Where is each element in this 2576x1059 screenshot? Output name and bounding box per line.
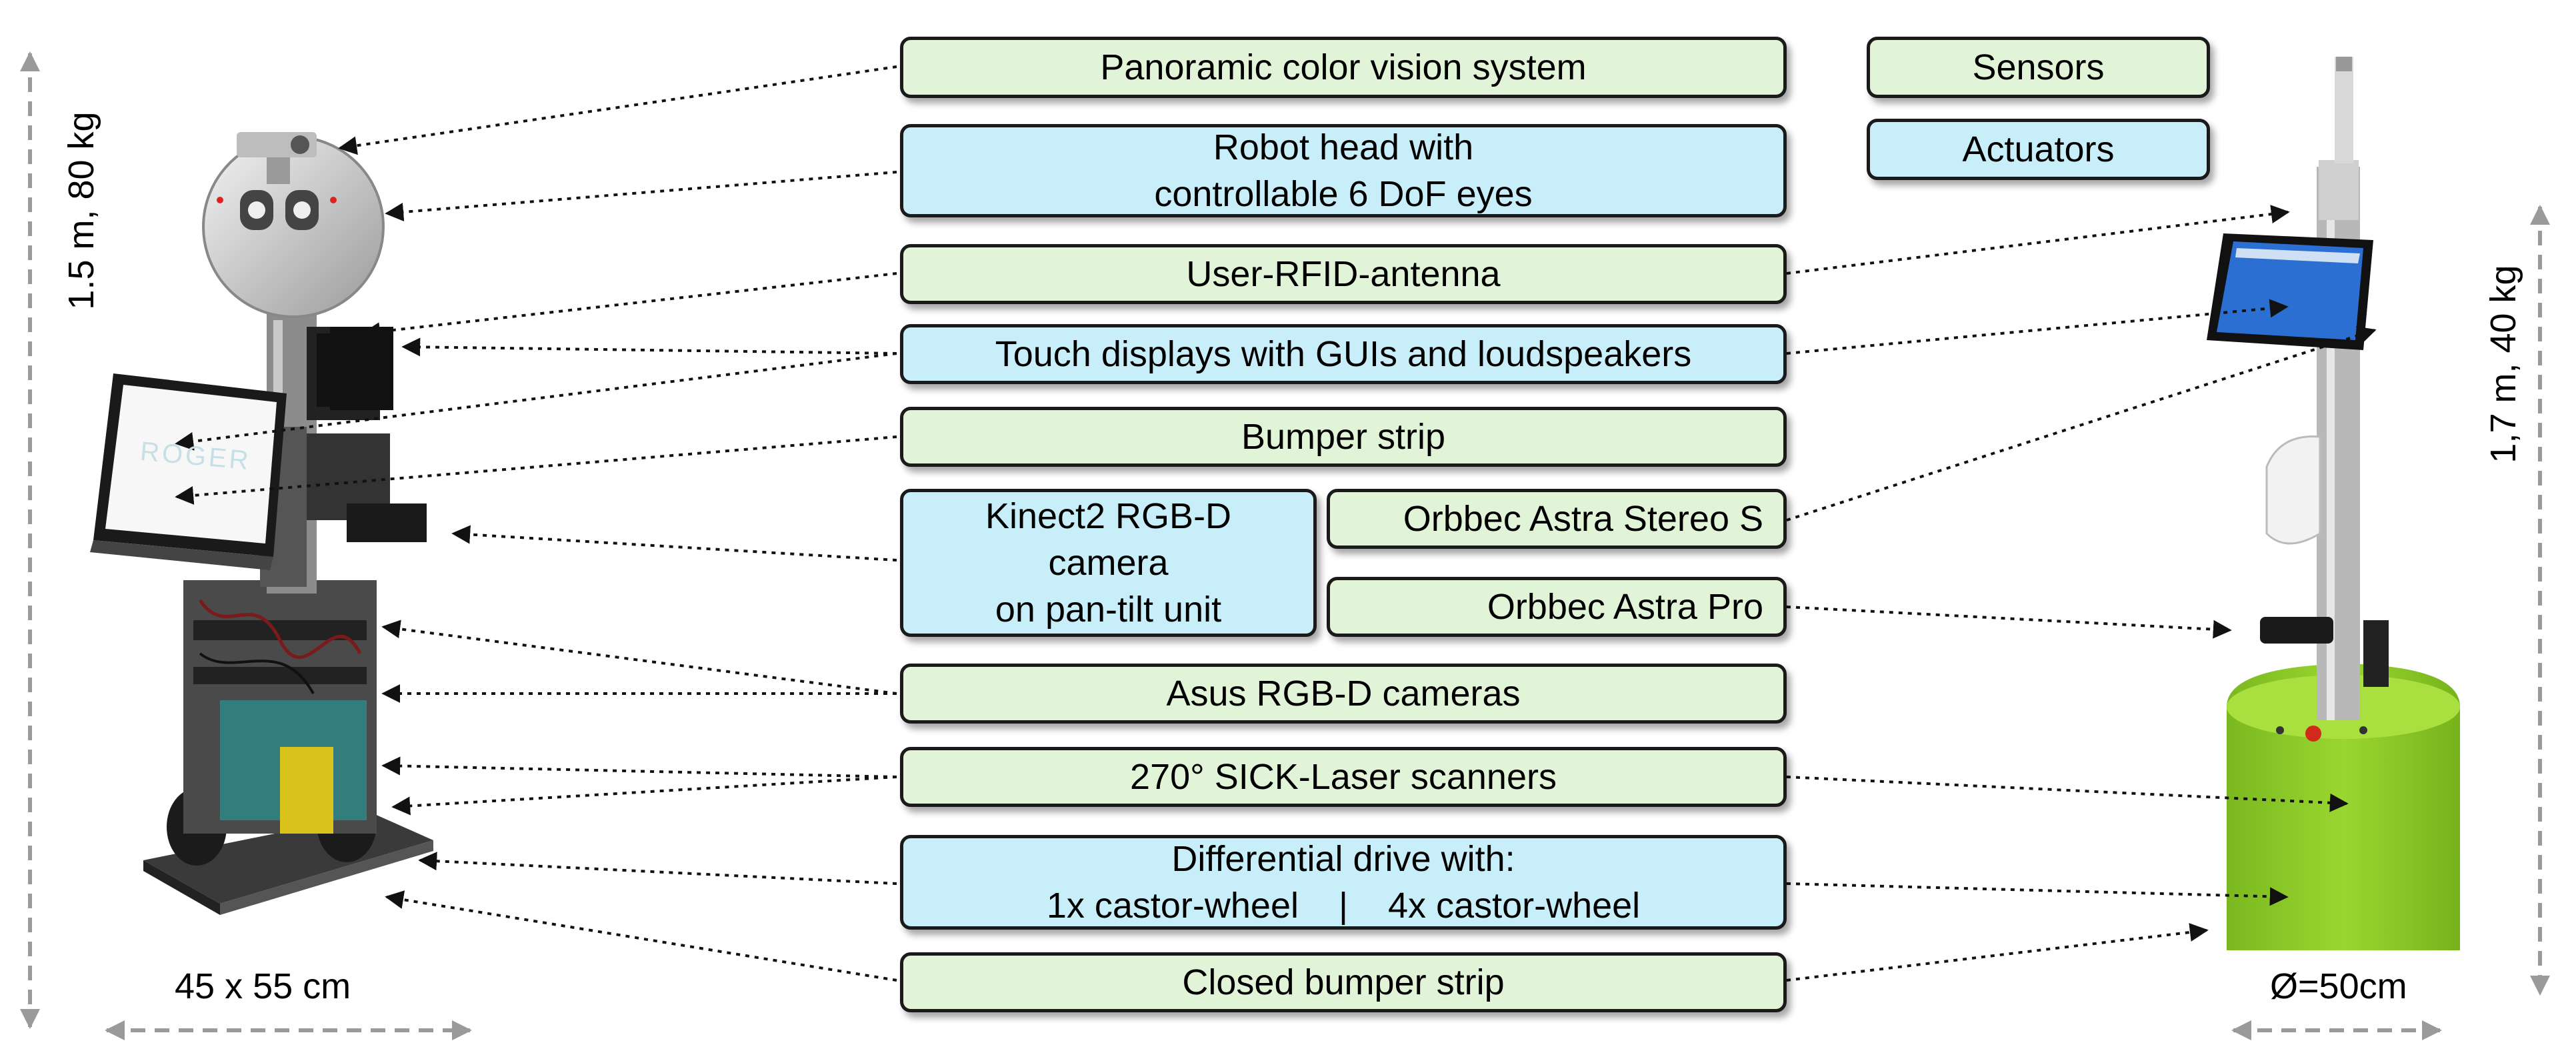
label-sick: 270° SICK-Laser scanners [1130, 757, 1557, 797]
arrow-rfid-right [1786, 205, 2290, 275]
arrow-asus-1 [381, 620, 897, 695]
legend-actuators: Actuators [1867, 119, 2210, 180]
label-asus: Asus RGB-D cameras [1166, 674, 1521, 714]
legend-actuators-label: Actuators [1962, 129, 2115, 169]
arrow-orbbec-stereo [1786, 326, 2377, 521]
arrow-drive-right [1786, 882, 2289, 906]
label-kinect-line3: on pan-tilt unit [995, 590, 1222, 630]
legend-sensors: Sensors [1867, 37, 2210, 98]
left-robot-illustration [90, 132, 433, 915]
label-orbbec-pro: Orbbec Astra Pro [1487, 587, 1763, 627]
label-bumper: Bumper strip [1241, 417, 1446, 457]
label-drive-line2: 1x castor-wheel | 4x castor-wheel [1046, 886, 1641, 926]
arrow-sick-2 [391, 776, 897, 816]
arrow-kinect [451, 525, 897, 562]
arrow-touch-left-1 [401, 337, 897, 357]
arrow-sick-right [1786, 776, 2349, 812]
label-kinect-line1: Kinect2 RGB-D [985, 496, 1232, 536]
box-orbbec-pro: Orbbec Astra Pro [1327, 577, 1787, 637]
box-orbbec-stereo: Orbbec Astra Stereo S [1327, 489, 1787, 549]
label-drive-line1: Differential drive with: [1171, 839, 1515, 879]
label-orbbec-stereo: Orbbec Astra Stereo S [1403, 499, 1763, 539]
label-rfid: User-RFID-antenna [1186, 254, 1501, 294]
box-rfid-antenna: User-RFID-antenna [900, 244, 1787, 304]
box-sick-lasers: 270° SICK-Laser scanners [900, 747, 1787, 807]
arrow-orbbec-pro [1786, 606, 2232, 639]
box-touch-displays: Touch displays with GUIs and loudspeaker… [900, 324, 1787, 384]
right-height-label: 1,7 m, 40 kg [2483, 265, 2523, 463]
left-height-label: 1.5 m, 80 kg [61, 111, 101, 310]
box-differential-drive: Differential drive with: 1x castor-wheel… [900, 835, 1787, 930]
arrow-drive-left [418, 852, 897, 885]
legend-sensors-label: Sensors [1972, 47, 2105, 87]
label-closed-bumper: Closed bumper strip [1182, 962, 1505, 1002]
box-closed-bumper: Closed bumper strip [900, 952, 1787, 1012]
label-touch: Touch displays with GUIs and loudspeaker… [995, 334, 1692, 374]
arrow-closed-bumper-left [385, 890, 897, 982]
arrow-closed-bumper-right [1786, 923, 2209, 982]
box-asus-cameras: Asus RGB-D cameras [900, 664, 1787, 724]
arrow-rfid [361, 272, 897, 341]
arrow-head [385, 171, 897, 221]
right-robot-illustration [2207, 57, 2460, 950]
left-footprint-label: 45 x 55 cm [175, 966, 351, 1006]
box-bumper-strip: Bumper strip [900, 407, 1787, 467]
box-panoramic-vision: Panoramic color vision system [900, 37, 1787, 98]
label-head-line1: Robot head with [1213, 127, 1474, 167]
connector-arrows [175, 65, 2377, 982]
label-panoramic: Panoramic color vision system [1100, 47, 1587, 87]
box-kinect: Kinect2 RGB-D camera on pan-tilt unit [900, 489, 1317, 637]
box-robot-head: Robot head with controllable 6 DoF eyes [900, 124, 1787, 217]
arrow-sick-1 [381, 756, 897, 778]
label-kinect-line2: camera [1048, 543, 1169, 583]
right-footprint-label: Ø=50cm [2270, 966, 2407, 1006]
arrow-panoramic [338, 65, 897, 155]
label-head-line2: controllable 6 DoF eyes [1154, 174, 1533, 214]
